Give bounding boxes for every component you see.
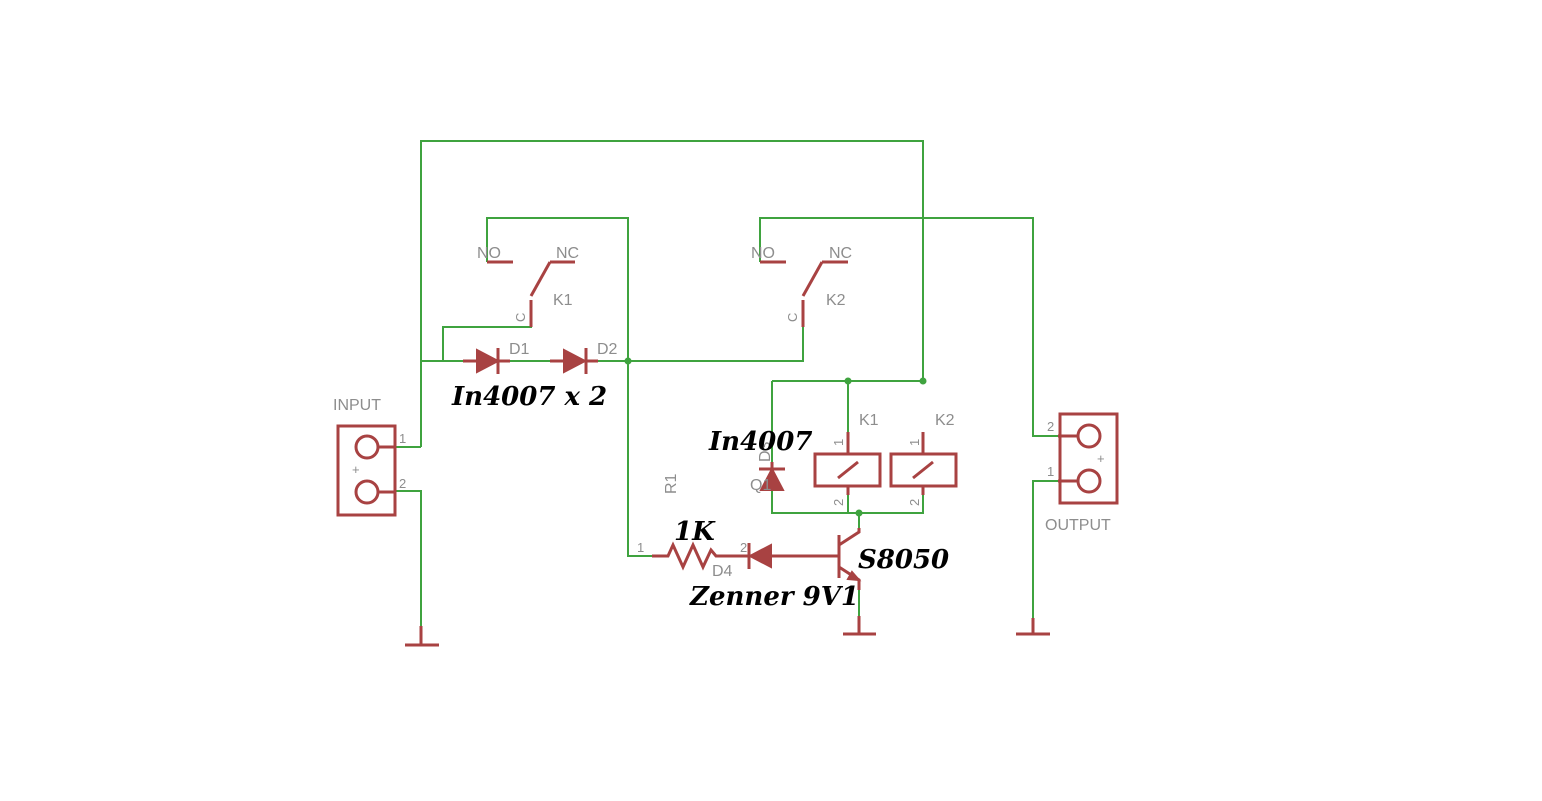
resistor-r1: R1 1 2	[637, 473, 747, 571]
relay-k2-coil: K2 1 2	[889, 412, 958, 506]
r1-label: R1	[663, 473, 680, 494]
diode-d3: D3	[757, 441, 785, 491]
k1-nc-label: NC	[556, 245, 579, 262]
junctions	[624, 357, 927, 517]
d4-label: D4	[712, 563, 733, 580]
d2-label: D2	[597, 341, 618, 358]
input-connector: INPUT 1 2 +	[333, 397, 406, 517]
wire-k2-no	[759, 217, 1058, 437]
relay-k1-coil: K1 1 2	[813, 412, 882, 506]
wires	[396, 140, 1058, 626]
ground-symbols	[405, 616, 1050, 647]
r1-pin2: 2	[740, 540, 747, 555]
junction-d2	[624, 357, 632, 365]
series-diodes-note: In4007 x 2	[451, 382, 607, 412]
k1-coil-name: K1	[859, 412, 879, 429]
junction-k1-coil	[844, 377, 852, 385]
output-connector: OUTPUT 2 1 +	[1045, 412, 1119, 534]
k1-coil-slash	[837, 460, 859, 480]
d4-triangle	[747, 543, 772, 569]
k2-coil-pin2: 2	[907, 499, 922, 506]
wire-output-pin1	[1032, 480, 1058, 618]
k1-no-label: NO	[477, 245, 501, 262]
junction-collector	[855, 509, 863, 517]
k2-name: K2	[826, 292, 846, 309]
d3-label: D3	[757, 441, 774, 462]
q1-label: Q1	[750, 477, 771, 494]
diode-d2: D2	[550, 341, 618, 374]
k2-no-label: NO	[751, 245, 775, 262]
k2-coil-name: K2	[935, 412, 955, 429]
output-pin1-hole	[1076, 468, 1102, 494]
q1-collector	[838, 528, 861, 547]
output-connector-body	[1058, 412, 1119, 505]
d1-label: D1	[509, 341, 530, 358]
transistor-part-note: S8050	[858, 545, 949, 575]
input-pin2-hole	[354, 479, 380, 505]
diode-d1: D1	[463, 341, 530, 374]
junction-k2-coil	[919, 377, 927, 385]
k1-name: K1	[553, 292, 573, 309]
k2-c-label: C	[785, 313, 800, 322]
wire-input-pin2	[396, 490, 422, 626]
output-pin1-label: 1	[1047, 464, 1054, 479]
wire-k1-no	[486, 217, 629, 361]
transistor-q1: Q1	[750, 477, 862, 590]
wire-to-resistor	[627, 361, 652, 557]
k1-c-label: C	[513, 313, 528, 322]
k2-nc-label: NC	[829, 245, 852, 262]
resistor-value-note: 1K	[674, 517, 716, 547]
k1-switch-arm	[529, 261, 552, 297]
flyback-diode-note: In4007	[708, 427, 812, 457]
q1-emitter-arrow	[846, 570, 862, 582]
k2-coil-pin1: 1	[907, 439, 922, 446]
wire-top-loop	[420, 140, 924, 447]
output-label: OUTPUT	[1045, 517, 1111, 534]
input-label: INPUT	[333, 397, 381, 414]
output-polarity: +	[1097, 451, 1105, 466]
k2-coil-slash	[912, 460, 934, 480]
input-pin1-hole	[354, 434, 380, 460]
output-pin2-label: 2	[1047, 419, 1054, 434]
r1-zigzag	[652, 541, 736, 571]
input-polarity: +	[352, 462, 360, 477]
input-pin1-label: 1	[399, 431, 406, 446]
input-connector-body	[336, 424, 397, 517]
k2-switch-arm	[801, 261, 824, 297]
k1-coil-pin1: 1	[831, 439, 846, 446]
relay-k1-switch: NO NC C K1	[477, 245, 579, 327]
k1-coil-pin2: 2	[831, 499, 846, 506]
zener-note: Zenner 9V1	[689, 582, 859, 612]
diode-d4: D4	[712, 543, 820, 580]
output-pin2-hole	[1076, 423, 1102, 449]
r1-pin1: 1	[637, 540, 644, 555]
input-pin2-label: 2	[399, 476, 406, 491]
relay-k2-switch: NO NC C K2	[751, 245, 852, 327]
